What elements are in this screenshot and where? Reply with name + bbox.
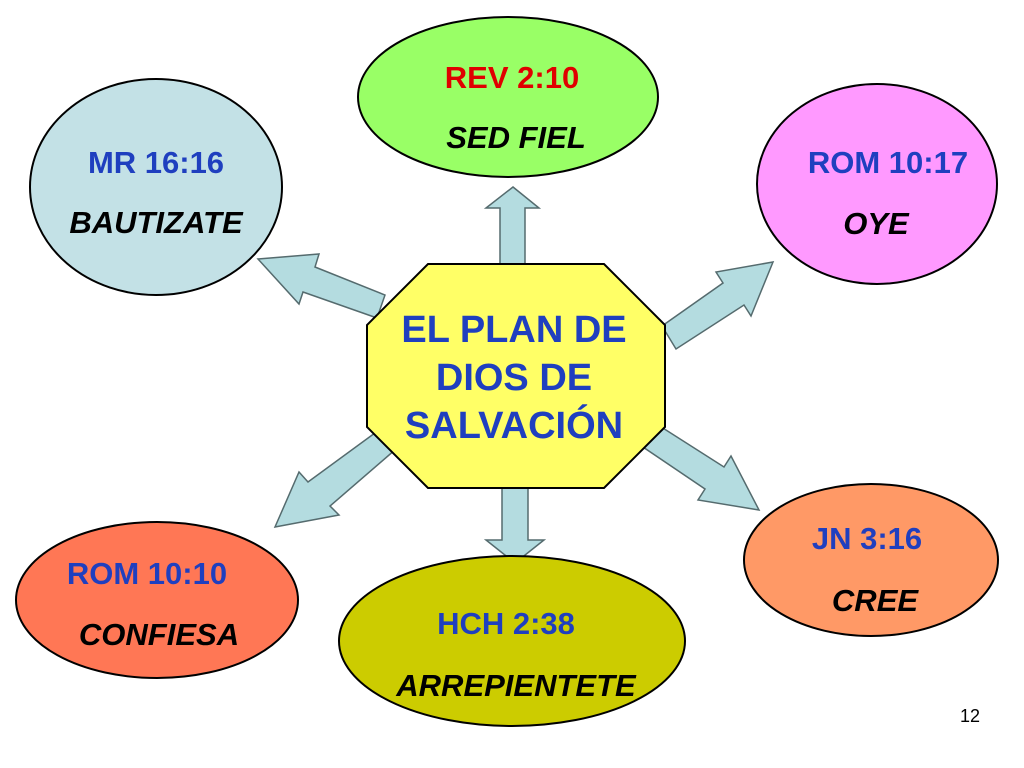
- node-rom-10-10: ROM 10:10 CONFIESA: [15, 521, 299, 679]
- node-rom-10-10-reference: ROM 10:10: [67, 556, 227, 591]
- node-mr: MR 16:16 BAUTIZATE: [29, 78, 283, 296]
- arrow-up-left: [256, 253, 386, 319]
- node-hch: HCH 2:38 ARREPIENTETE: [338, 555, 686, 727]
- node-rev-ellipse: [357, 16, 659, 178]
- center-line-2: DIOS DE: [436, 357, 592, 399]
- node-mr-ellipse: [29, 78, 283, 296]
- node-jn: JN 3:16 CREE: [743, 483, 999, 637]
- arrow-up: [483, 186, 542, 266]
- node-jn-ellipse: [743, 483, 999, 637]
- arrow-down-right: [638, 421, 761, 511]
- node-rom-10-10-ellipse: [15, 521, 299, 679]
- node-rev-reference: REV 2:10: [445, 60, 579, 95]
- node-rom-10-17-word: OYE: [843, 206, 910, 241]
- node-rev: REV 2:10 SED FIEL: [357, 16, 659, 178]
- node-rom-10-17-ellipse: [756, 83, 998, 285]
- arrows: [256, 186, 775, 564]
- node-rom-10-10-word: CONFIESA: [79, 617, 239, 652]
- arrow-down: [483, 484, 547, 564]
- node-hch-word: ARREPIENTETE: [395, 668, 637, 703]
- node-rom-10-17: ROM 10:17 OYE: [756, 83, 998, 285]
- node-rev-word: SED FIEL: [446, 120, 586, 155]
- slide-number: 12: [959, 706, 980, 726]
- node-mr-reference: MR 16:16: [88, 145, 224, 180]
- node-jn-word: CREE: [832, 583, 919, 618]
- center-octagon: EL PLAN DE DIOS DE SALVACIÓN: [366, 263, 666, 489]
- center-octagon-shape: [366, 263, 666, 489]
- node-rom-10-17-reference: ROM 10:17: [808, 145, 968, 180]
- center-line-1: EL PLAN DE: [401, 309, 626, 351]
- center-line-3: SALVACIÓN: [405, 403, 623, 447]
- node-hch-reference: HCH 2:38: [437, 606, 575, 641]
- node-jn-reference: JN 3:16: [812, 521, 922, 556]
- arrow-down-left: [273, 428, 398, 528]
- node-hch-ellipse: [338, 555, 686, 727]
- arrow-up-right: [660, 261, 775, 351]
- node-mr-word: BAUTIZATE: [69, 205, 244, 240]
